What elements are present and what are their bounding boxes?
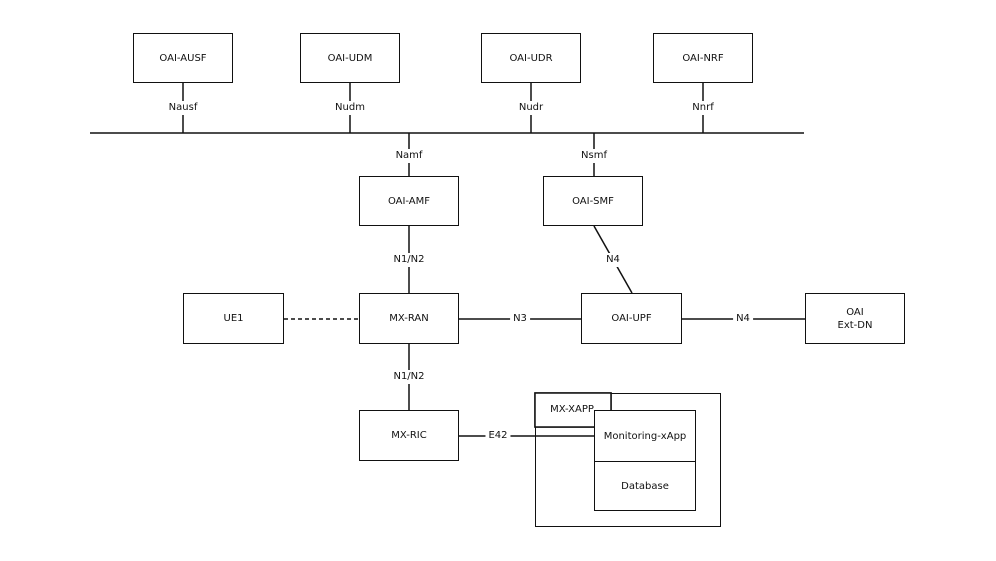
ran-upf-label: N3 (510, 312, 530, 326)
nrf-node: OAI-NRF (653, 33, 753, 83)
ric-node: MX-RIC (359, 410, 459, 461)
ran-ric-label: N1/N2 (390, 370, 428, 384)
amf-node: OAI-AMF (359, 176, 459, 226)
nnrf-label: Nnrf (689, 101, 717, 115)
amf-ran-label: N1/N2 (390, 253, 428, 267)
ran-node: MX-RAN (359, 293, 459, 344)
nsmf-label: Nsmf (578, 149, 610, 163)
monitoring-xapp-node: Monitoring-xApp (594, 410, 696, 462)
ext-dn-node: OAI Ext-DN (805, 293, 905, 344)
smf-node: OAI-SMF (543, 176, 643, 226)
upf-node: OAI-UPF (581, 293, 682, 344)
ue1-node: UE1 (183, 293, 284, 344)
smf-upf-label: N4 (603, 253, 623, 267)
database-node: Database (594, 461, 696, 511)
namf-label: Namf (392, 149, 426, 163)
xapp-group-label: MX-XAPP (550, 404, 594, 415)
ausf-node: OAI-AUSF (133, 33, 233, 83)
xapp-group-frame (535, 393, 721, 527)
ric-xapp-label: E42 (485, 429, 511, 443)
upf-extdn-label: N4 (733, 312, 753, 326)
nudm-label: Nudm (332, 101, 368, 115)
nudr-label: Nudr (515, 101, 547, 115)
udm-node: OAI-UDM (300, 33, 400, 83)
nausf-label: Nausf (165, 101, 201, 115)
udr-node: OAI-UDR (481, 33, 581, 83)
